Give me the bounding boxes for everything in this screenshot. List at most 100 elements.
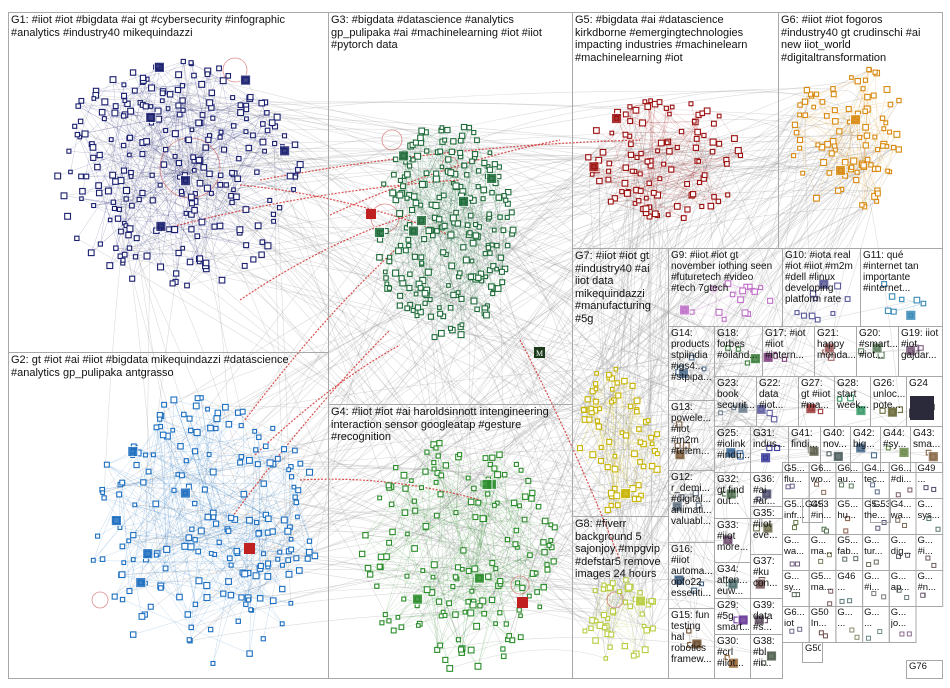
node-g2 [210, 514, 217, 520]
node-g4 [431, 466, 437, 472]
avatar-node [611, 113, 622, 124]
node-g5 [699, 110, 706, 117]
edge [609, 217, 685, 648]
node-g4 [541, 549, 548, 556]
edge [185, 492, 232, 519]
node-g8 [607, 644, 613, 650]
edge [594, 108, 849, 591]
edge [388, 485, 489, 577]
edge [605, 183, 688, 659]
edge [190, 554, 215, 628]
node-g1 [127, 107, 135, 115]
node-g7 [594, 371, 599, 376]
node-g3 [392, 156, 399, 163]
node-g2 [100, 490, 105, 495]
avatar-node [486, 173, 498, 184]
node-g5 [634, 155, 640, 161]
edge [452, 176, 488, 331]
node-g2 [265, 560, 272, 567]
edge [207, 70, 297, 176]
node-g2 [159, 431, 167, 439]
node-g5 [589, 172, 595, 177]
node-g6 [883, 120, 889, 126]
edge [265, 101, 856, 121]
node-g4 [389, 528, 396, 536]
edge [484, 573, 534, 614]
node-g3 [455, 290, 461, 295]
node-small [822, 633, 828, 639]
node-g4 [402, 485, 409, 492]
edge [650, 106, 673, 166]
node-small [896, 553, 902, 559]
edge [625, 400, 638, 436]
node-g2 [197, 527, 205, 535]
edge [646, 412, 914, 631]
edge [395, 199, 495, 506]
node-g2 [119, 479, 126, 486]
node-g2 [235, 618, 241, 624]
node-g8 [637, 590, 643, 596]
edge [102, 426, 161, 493]
node-g4 [521, 516, 528, 523]
edge [114, 149, 225, 209]
node-g2 [280, 516, 288, 524]
edge [207, 73, 452, 236]
edge [230, 527, 291, 566]
node-g8 [592, 588, 598, 593]
node-g7 [606, 371, 612, 378]
edge [297, 106, 648, 518]
node-g2 [153, 424, 160, 431]
edge [122, 424, 230, 547]
node-g7 [607, 489, 615, 497]
edge [651, 599, 744, 621]
avatar-node [728, 657, 739, 669]
edge [630, 143, 693, 196]
edge [457, 496, 526, 568]
edge [159, 419, 167, 550]
node-g2 [275, 556, 281, 562]
edge [128, 466, 292, 542]
node-g3 [458, 295, 465, 302]
edge [237, 367, 682, 554]
edge [300, 463, 639, 500]
node-g1 [89, 144, 97, 151]
node-g10 [844, 296, 851, 302]
edge [190, 430, 214, 514]
edge [237, 412, 394, 631]
edge [624, 381, 638, 410]
edge [612, 385, 633, 390]
node-g2 [140, 479, 147, 486]
node-g4 [472, 514, 479, 521]
edge [395, 272, 495, 469]
edge [638, 437, 652, 486]
edge [439, 285, 449, 308]
node-g5 [684, 206, 691, 213]
node-g1 [205, 136, 212, 143]
node-g1 [64, 212, 72, 220]
edge [598, 160, 616, 457]
edge [267, 128, 741, 156]
node-g5 [648, 98, 653, 104]
node-g1 [165, 106, 171, 111]
edge [120, 255, 743, 409]
node-g1 [202, 144, 209, 151]
node-g1 [188, 200, 195, 207]
node-g4 [374, 583, 380, 589]
node-g4 [404, 573, 410, 579]
edge [600, 150, 739, 461]
edge [228, 424, 296, 498]
edge [434, 502, 515, 565]
node-g1 [72, 123, 78, 129]
edge [370, 474, 498, 575]
node-g4 [435, 453, 441, 459]
edge [260, 539, 728, 599]
node-g1 [245, 144, 252, 152]
edge [635, 293, 814, 600]
edge [422, 149, 878, 281]
edge [441, 166, 468, 226]
node-g2 [192, 448, 199, 455]
node-g6 [874, 198, 880, 204]
edge [183, 61, 230, 425]
node-g1 [74, 235, 80, 242]
node-g3 [475, 168, 482, 174]
